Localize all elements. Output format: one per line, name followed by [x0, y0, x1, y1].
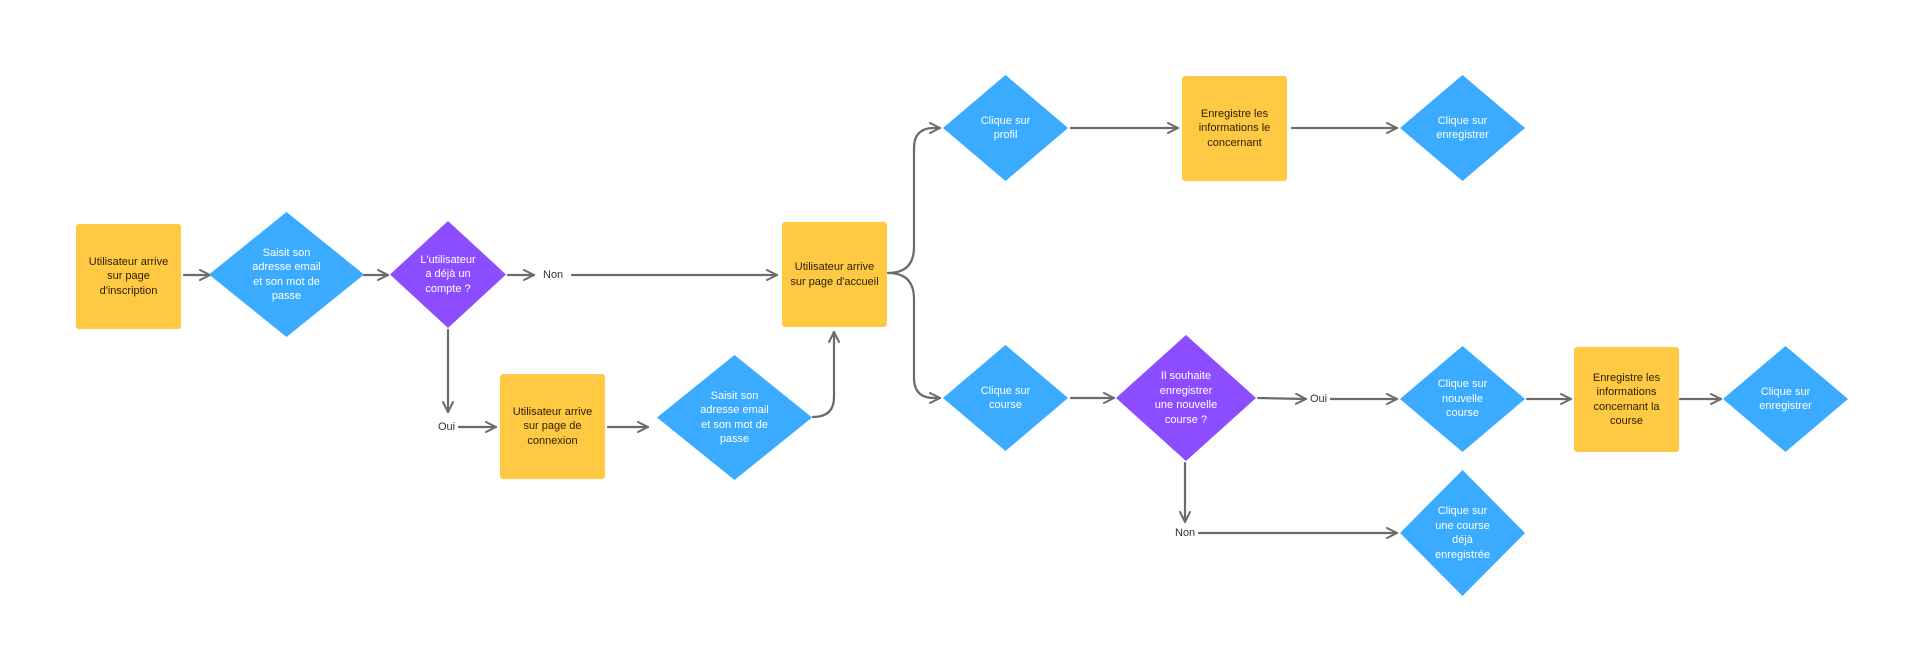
- arrow-credentials-to-home: [811, 330, 840, 419]
- action-label: Saisit son adresse email et son mot de p…: [700, 389, 769, 446]
- action-label: Clique sur course: [980, 384, 1031, 412]
- arrow-home-to-profile: [886, 122, 942, 275]
- step-arrive-home[interactable]: Utilisateur arrive sur page d'accueil: [782, 222, 887, 327]
- action-label: Saisit son adresse email et son mot de p…: [252, 246, 321, 303]
- decision-label: L'utilisateur a déjà un compte ?: [420, 253, 476, 295]
- step-label: Enregistre les informations concernant l…: [1592, 371, 1661, 428]
- decision-label: Il souhaite enregistrer une nouvelle cou…: [1154, 370, 1218, 426]
- step-label: Enregistre les informations le concernan…: [1198, 107, 1271, 149]
- action-label: Clique sur enregistrer: [1759, 385, 1812, 413]
- action-label: Clique sur une course déjà enregistrée: [1434, 505, 1491, 561]
- step-arrive-signup[interactable]: Utilisateur arrive sur page d'inscriptio…: [76, 224, 181, 329]
- decision-wants-new-race[interactable]: Il souhaite enregistrer une nouvelle cou…: [1116, 335, 1256, 461]
- action-click-save-profile[interactable]: Clique sur enregistrer: [1400, 75, 1525, 181]
- action-click-saved-race[interactable]: Clique sur une course déjà enregistrée: [1400, 470, 1525, 596]
- action-enter-credentials-1[interactable]: Saisit son adresse email et son mot de p…: [209, 212, 364, 337]
- step-save-profile-info[interactable]: Enregistre les informations le concernan…: [1182, 76, 1287, 181]
- action-label: Clique sur nouvelle course: [1437, 378, 1488, 420]
- action-click-race[interactable]: Clique sur course: [943, 345, 1068, 451]
- branch-label-non-race: Non: [1172, 526, 1199, 540]
- decision-has-account[interactable]: L'utilisateur a déjà un compte ?: [390, 221, 506, 328]
- arrow-decision-to-oui2: [1256, 392, 1308, 405]
- branch-label-oui: Oui: [435, 420, 459, 434]
- step-arrive-login[interactable]: Utilisateur arrive sur page de connexion: [500, 374, 605, 479]
- action-click-new-race[interactable]: Clique sur nouvelle course: [1400, 346, 1525, 452]
- action-label: Clique sur profil: [980, 114, 1031, 142]
- action-click-save-race[interactable]: Clique sur enregistrer: [1723, 346, 1848, 452]
- arrow-home-to-race: [886, 271, 942, 404]
- step-label: Utilisateur arrive sur page de connexion: [512, 405, 593, 447]
- step-label: Utilisateur arrive sur page d'accueil: [790, 261, 879, 288]
- action-label: Clique sur enregistrer: [1436, 114, 1489, 142]
- action-click-profile[interactable]: Clique sur profil: [943, 75, 1068, 181]
- action-enter-credentials-2[interactable]: Saisit son adresse email et son mot de p…: [657, 355, 812, 480]
- step-label: Utilisateur arrive sur page d'inscriptio…: [88, 255, 169, 297]
- branch-label-oui-race: Oui: [1307, 392, 1331, 406]
- step-save-race-info[interactable]: Enregistre les informations concernant l…: [1574, 347, 1679, 452]
- branch-label-non: Non: [540, 268, 567, 282]
